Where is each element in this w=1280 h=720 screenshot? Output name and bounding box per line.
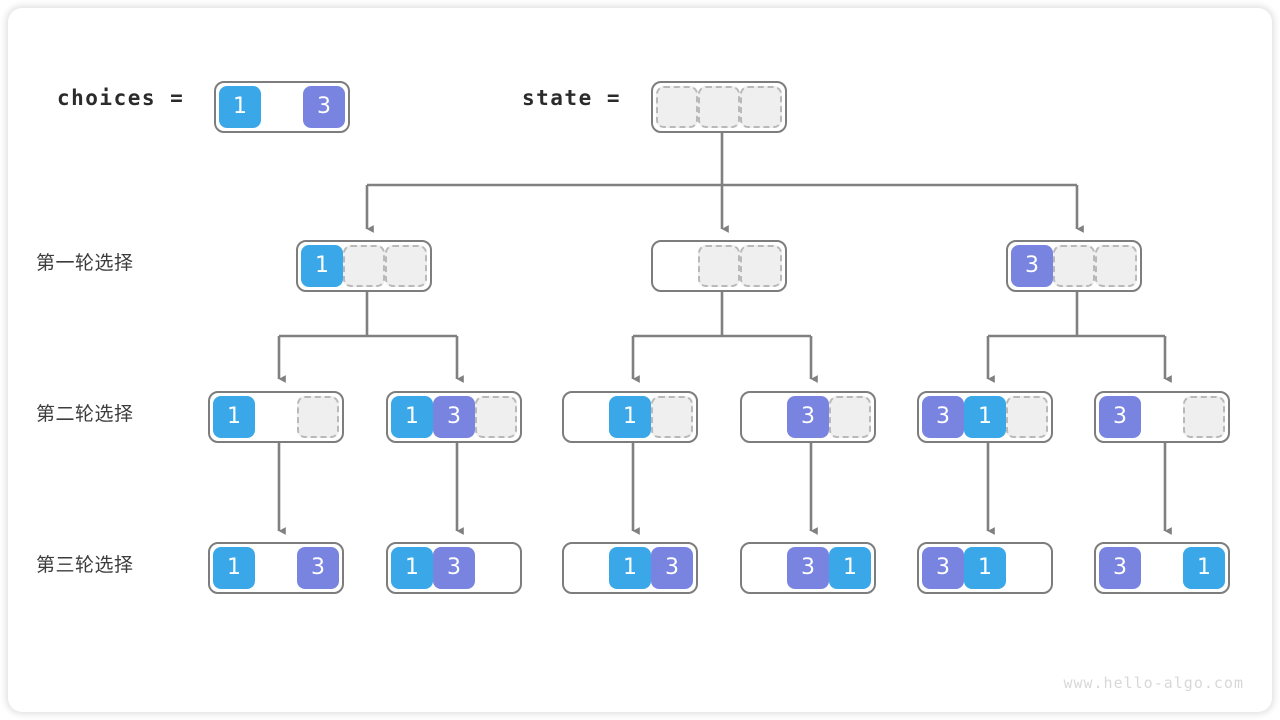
array-cell-value: 1 [213,547,255,589]
array-cell-value: 3 [787,396,829,438]
array-cell-value: 2 [581,555,595,580]
array-cell-empty [297,396,339,438]
array-cell-value: 1 [219,86,261,128]
array-cell-value: 2 [489,555,503,580]
array-cell-empty [829,396,871,438]
tree-node-level1-2: 3 [1006,240,1142,292]
array-cell-value: 1 [829,547,871,589]
row-label-round-3: 第三轮选择 [36,554,134,576]
array-cell-value: 3 [297,547,339,589]
array-cell-value: 2 [1155,555,1169,580]
array-cell-value: 2 [275,94,289,119]
choices-label: choices = [57,86,185,110]
array-cell-empty [475,396,517,438]
diagram-card [8,8,1272,712]
array-cell-value: 3 [433,396,475,438]
array-cell-value: 3 [651,547,693,589]
array-cell-value: 3 [433,547,475,589]
array-cell-empty [1053,245,1095,287]
array-cell-value: 1 [391,547,433,589]
array-cell-value: 2 [670,253,684,278]
array-cell-value: 3 [1099,396,1141,438]
array-cell-empty [698,245,740,287]
watermark: www.hello-algo.com [1063,674,1244,692]
array-cell-value: 2 [269,555,283,580]
row-label-round-2: 第二轮选择 [36,403,134,425]
array-cell-empty [740,86,782,128]
array-cell-value: 1 [301,245,343,287]
array-cell-value: 2 [1155,404,1169,429]
tree-node-level1-1: 2 [651,240,787,292]
array-cell-empty [343,245,385,287]
array-cell-value: 2 [581,404,595,429]
array-cell-value: 1 [1183,547,1225,589]
array-cell-empty [1095,245,1137,287]
array-cell-value: 3 [1011,245,1053,287]
array-cell-value: 3 [787,547,829,589]
array-cell-value: 2 [269,404,283,429]
array-cell-value: 1 [609,547,651,589]
row-label-round-1: 第一轮选择 [36,252,134,274]
array-cell-empty [651,396,693,438]
tree-node-level1-0: 1 [296,240,432,292]
array-cell-value: 2 [759,404,773,429]
array-cell-value: 2 [759,555,773,580]
array-cell-value: 3 [922,396,964,438]
array-cell-empty [1006,396,1048,438]
array-cell-empty [656,86,698,128]
array-cell-value: 3 [303,86,345,128]
array-cell-empty [740,245,782,287]
array-cell-value: 2 [1020,555,1034,580]
state-label: state = [522,86,622,110]
array-cell-value: 1 [964,396,1006,438]
array-cell-value: 3 [922,547,964,589]
array-cell-value: 1 [391,396,433,438]
array-cell-value: 1 [609,396,651,438]
array-cell-value: 3 [1099,547,1141,589]
array-cell-empty [385,245,427,287]
state-array [651,81,787,133]
array-cell-empty [1183,396,1225,438]
array-cell-empty [698,86,740,128]
array-cell-value: 1 [964,547,1006,589]
array-cell-value: 1 [213,396,255,438]
